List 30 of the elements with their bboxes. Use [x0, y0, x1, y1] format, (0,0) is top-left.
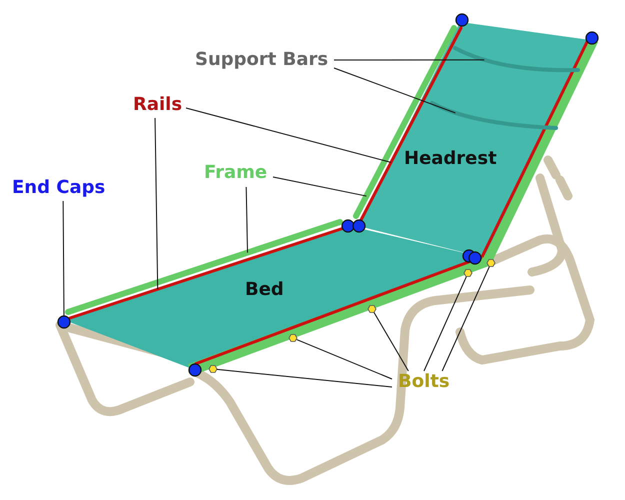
leader-line — [186, 108, 392, 163]
end-cap — [468, 251, 482, 265]
end-cap — [57, 315, 71, 329]
region-label: Bed — [245, 280, 284, 300]
end-cap — [352, 219, 366, 233]
bolt — [368, 305, 376, 313]
leader-line — [374, 312, 409, 372]
part-label: Frame — [204, 163, 268, 183]
end-cap — [585, 31, 599, 45]
leader-line — [442, 266, 490, 372]
leader-line — [62, 200, 64, 316]
bolt — [288, 334, 298, 342]
part-label: End Caps — [12, 178, 106, 198]
leader-line — [216, 368, 392, 388]
leader-line — [334, 68, 456, 114]
part-label: Rails — [133, 95, 182, 115]
leader-line — [296, 339, 392, 380]
bolt — [208, 365, 218, 373]
leader-line — [424, 276, 467, 372]
region-label: Headrest — [404, 149, 497, 169]
leader-line — [272, 176, 367, 197]
leader-line — [246, 186, 248, 254]
part-label: Bolts — [398, 372, 450, 392]
end-cap — [455, 13, 469, 27]
support-bar — [453, 46, 580, 72]
part-label: Support Bars — [195, 50, 328, 70]
end-cap — [188, 363, 202, 377]
leader-line — [154, 118, 158, 290]
support-bar — [430, 101, 558, 130]
bolt — [464, 269, 472, 277]
